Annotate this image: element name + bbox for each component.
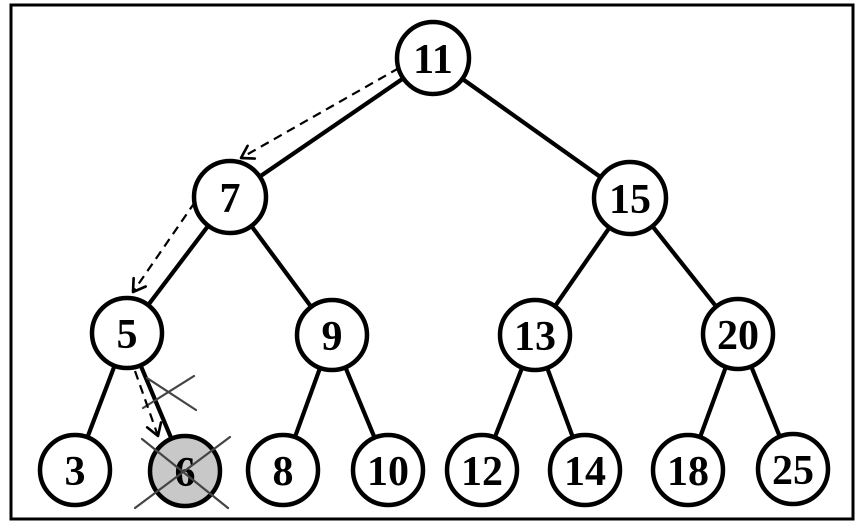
tree-node-11 xyxy=(394,19,472,97)
tree-node-14 xyxy=(547,432,623,508)
figure-border xyxy=(9,3,855,521)
tree-node-label-12: 12 xyxy=(461,449,503,495)
tree-node-label-13: 13 xyxy=(514,314,556,360)
tree-node-13 xyxy=(497,297,573,373)
tree-node-10 xyxy=(350,432,426,508)
tree-node-9 xyxy=(294,297,370,373)
search-path-arrow-5-6 xyxy=(133,370,163,438)
delete-cross-edge-5-6 xyxy=(141,374,196,410)
tree-edge-11-15 xyxy=(431,56,632,200)
tree-node-label-11: 11 xyxy=(413,37,453,83)
tree-node-label-7: 7 xyxy=(220,176,241,222)
tree-node-label-18: 18 xyxy=(667,449,709,495)
delete-cross-node-6 xyxy=(140,437,230,510)
tree-node-3 xyxy=(37,432,113,508)
tree-node-25 xyxy=(755,431,831,507)
tree-node-label-3: 3 xyxy=(65,449,86,495)
search-path-arrow-11-7 xyxy=(239,67,400,160)
tree-node-label-10: 10 xyxy=(367,449,409,495)
tree-node-8 xyxy=(245,432,321,508)
tree-node-label-8: 8 xyxy=(273,449,294,495)
tree-node-label-15: 15 xyxy=(609,177,651,223)
tree-node-label-9: 9 xyxy=(322,314,343,360)
tree-node-7 xyxy=(191,158,269,236)
tree-node-15 xyxy=(591,159,669,237)
search-path-arrow-7-5 xyxy=(131,201,196,294)
tree-edge-11-7 xyxy=(228,56,435,199)
tree-node-label-14: 14 xyxy=(564,449,606,495)
tree-node-label-25: 25 xyxy=(772,448,814,494)
delete-cross-edge-5-6 xyxy=(145,376,198,412)
tree-node-label-5: 5 xyxy=(117,312,138,358)
tree-node-12 xyxy=(444,432,520,508)
tree-node-5 xyxy=(89,295,165,371)
tree-node-label-20: 20 xyxy=(717,313,759,359)
tree-node-18 xyxy=(650,432,726,508)
tree-node-20 xyxy=(700,296,776,372)
